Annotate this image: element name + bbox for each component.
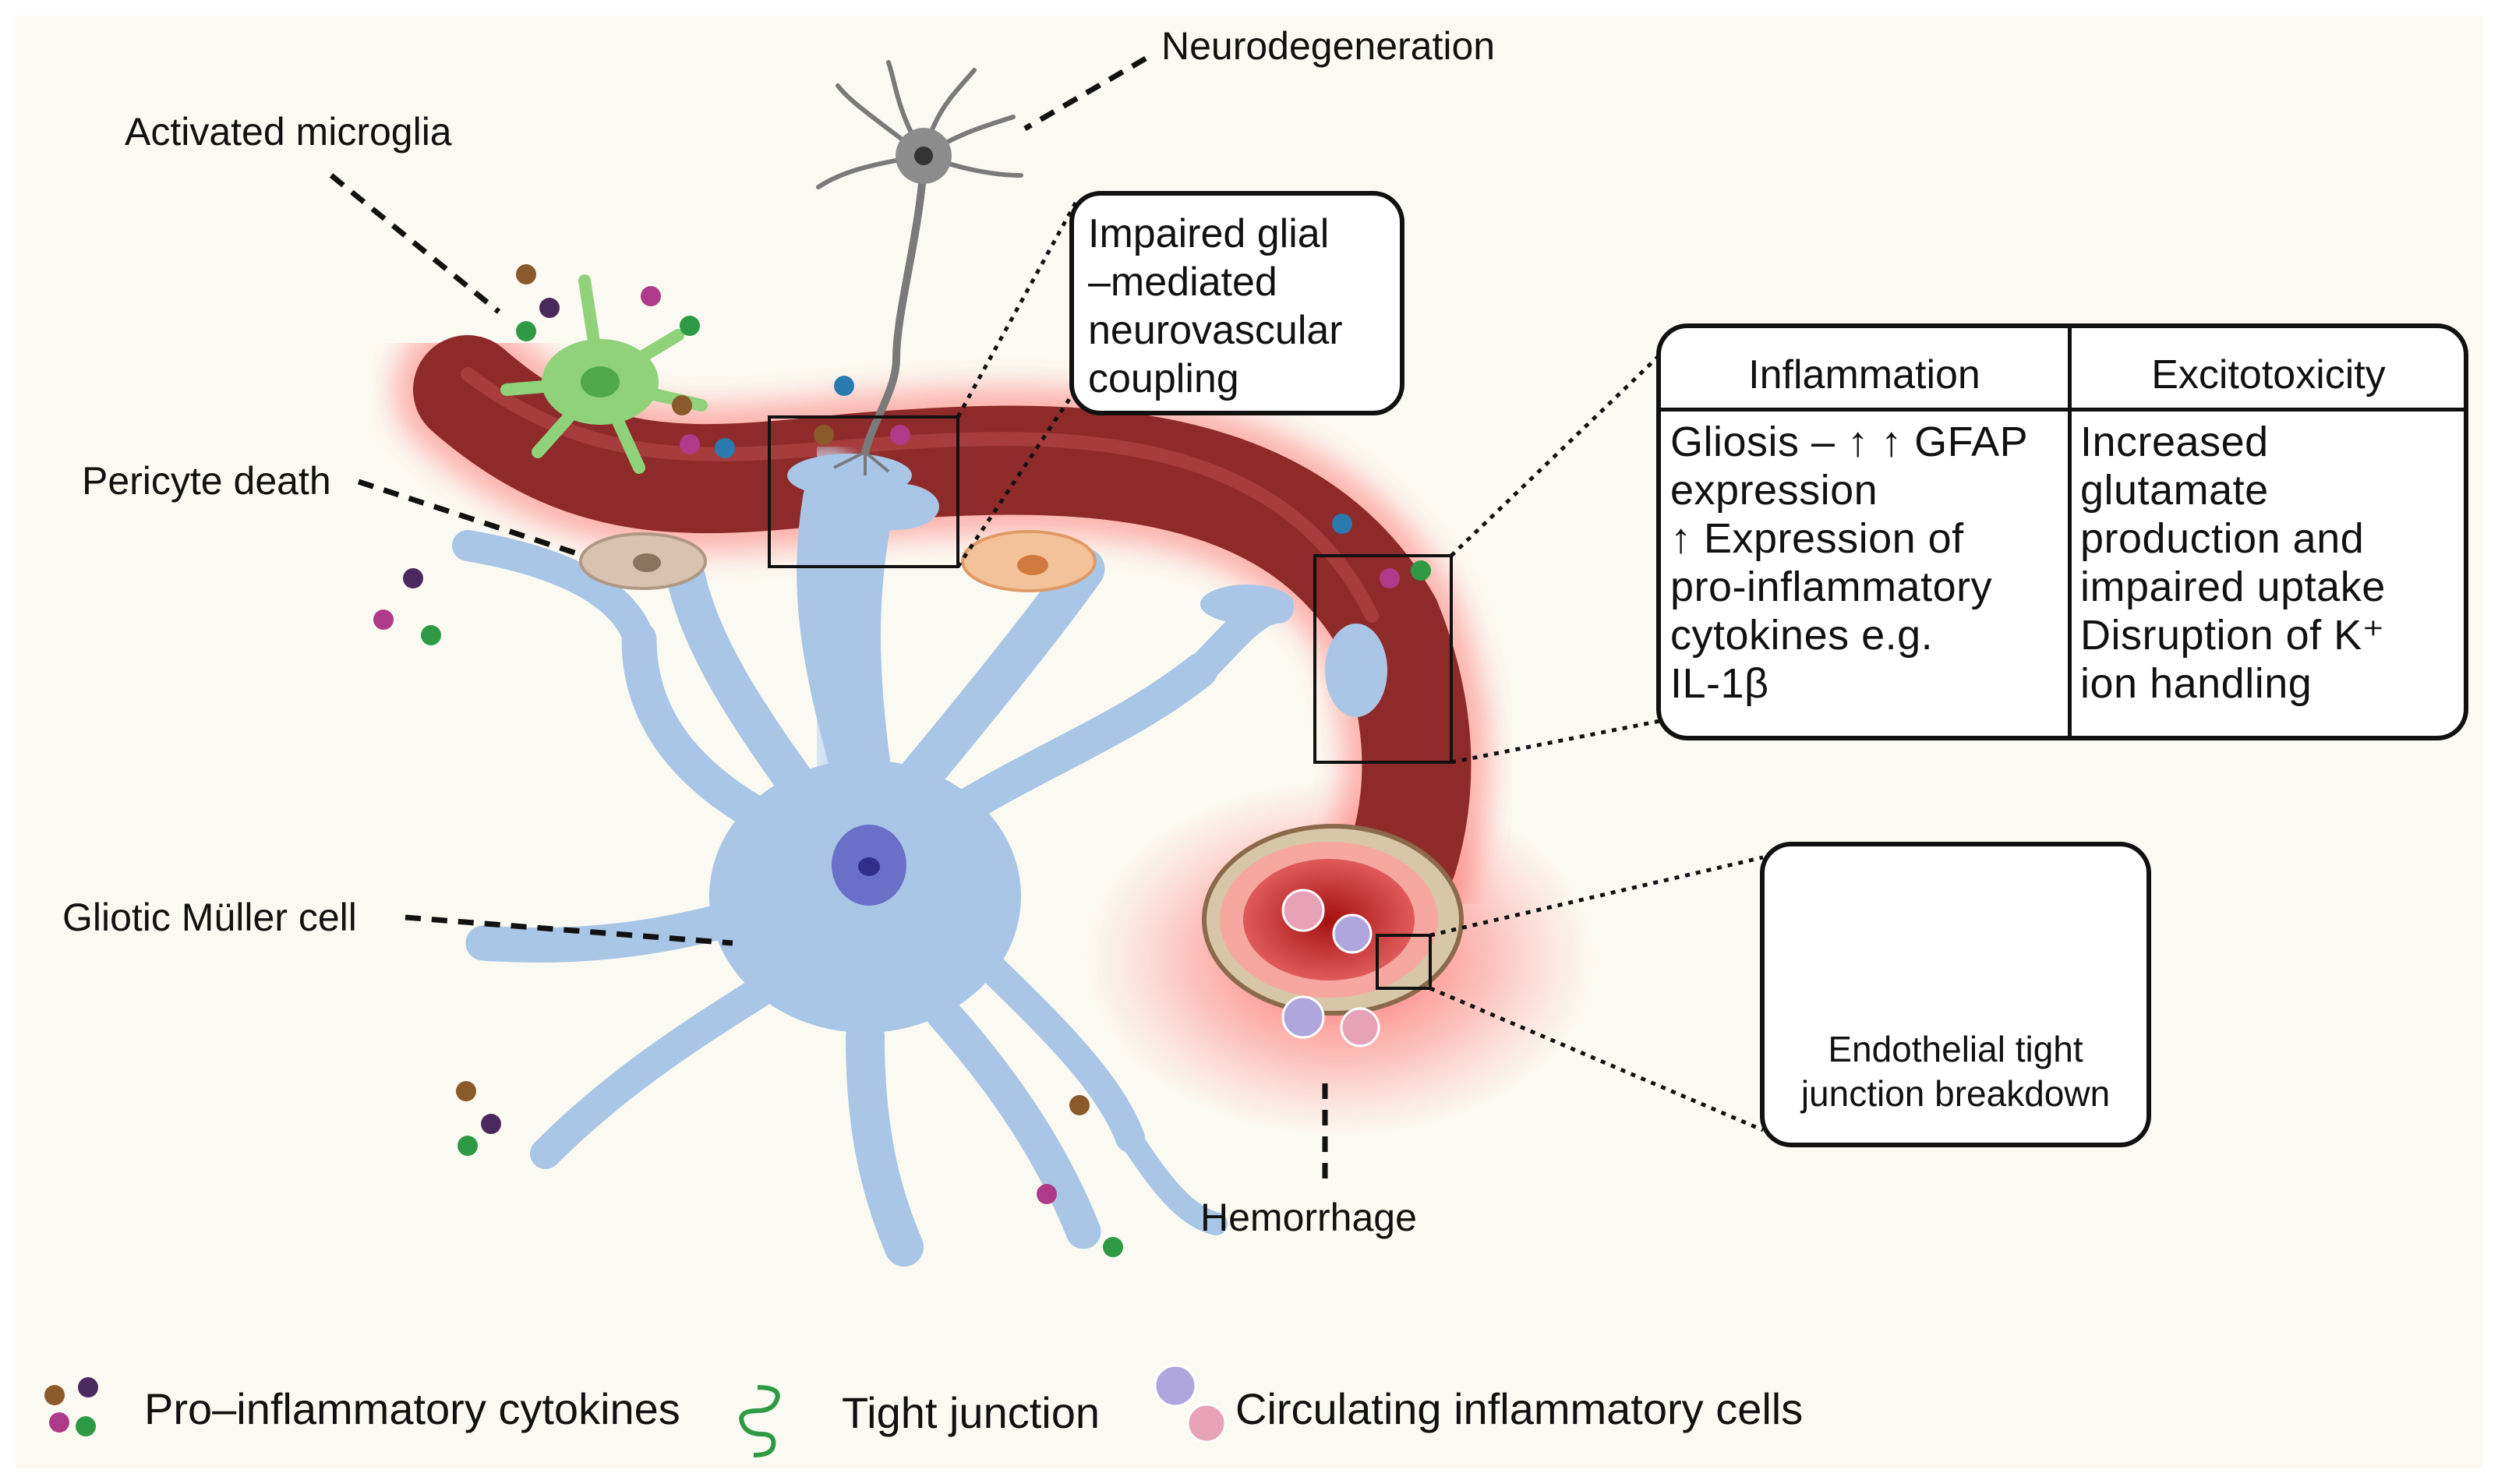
label-activated-microglia: Activated microglia xyxy=(125,110,452,154)
coupling-highlight-box xyxy=(768,415,959,568)
blood-vessel xyxy=(413,335,1472,912)
pericyte-dying xyxy=(579,532,707,590)
label-neurodegeneration: Neurodegeneration xyxy=(1161,24,1496,68)
inflammation-line-6: IL-1β xyxy=(1670,660,1769,707)
junction-caption-line-1: Endothelial tight xyxy=(1828,1029,2083,1069)
cytokine-dot xyxy=(1037,1184,1057,1204)
leader-neurodegeneration xyxy=(1023,55,1147,132)
cytokine-dot xyxy=(1069,1095,1090,1115)
callout-table-bottom xyxy=(1450,719,1661,765)
callout-table-top xyxy=(1450,353,1662,557)
coupling-line-3: neurovascular xyxy=(1088,308,1343,353)
coupling-line-4: coupling xyxy=(1088,356,1239,401)
cytokine-dot xyxy=(1103,1237,1123,1257)
excitotoxicity-line-4: impaired uptake xyxy=(2080,564,2386,610)
cytokine-dot xyxy=(672,395,692,415)
table-header-divider xyxy=(1661,408,2464,412)
cytokine-dot xyxy=(421,625,441,645)
vessel-wall-highlight-box xyxy=(1313,554,1453,764)
legend-tight-junction-icon xyxy=(739,1385,780,1458)
header-excitotoxicity: Excitotoxicity xyxy=(2151,352,2386,398)
cytokine-dot xyxy=(516,264,536,284)
inflammation-line-1: Gliosis – ↑ ↑ GFAP xyxy=(1670,419,2029,465)
cytokine-dot xyxy=(458,1136,478,1156)
legend-circulating-cells-icon xyxy=(1154,1364,1227,1443)
excitotoxicity-line-3: production and xyxy=(2080,515,2365,562)
cytokine-dot xyxy=(539,298,560,318)
excitotoxicity-line-6: ion handling xyxy=(2080,660,2313,707)
callout-coupling-top xyxy=(956,201,1078,419)
cytokine-dot xyxy=(1380,568,1400,588)
excitotoxicity-line-1: Increased xyxy=(2080,419,2269,465)
label-hemorrhage: Hemorrhage xyxy=(1200,1196,1417,1239)
neurovascular-coupling-box: Impaired glial –mediated neurovascular c… xyxy=(1069,191,1404,415)
cytokine-dot xyxy=(1411,560,1431,581)
excitotoxicity-line-2: glutamate xyxy=(2080,467,2269,514)
vessel-cross-section xyxy=(1202,824,1464,1016)
leader-lines xyxy=(329,55,1328,1189)
excitotoxicity-line-5: Disruption of K⁺ xyxy=(2080,612,2385,659)
legend-tight-junction-label: Tight junction xyxy=(842,1388,1100,1437)
vessel-highlight xyxy=(461,367,1379,623)
cytokine-dot xyxy=(481,1114,501,1134)
coupling-line-1: Impaired glial xyxy=(1088,211,1330,256)
cytokine-dot xyxy=(680,316,700,336)
cytokine-dot xyxy=(715,438,735,458)
cytokine-dot xyxy=(1332,514,1352,534)
extravasated-cells xyxy=(1281,995,1380,1048)
label-pericyte-death: Pericyte death xyxy=(82,459,331,503)
cytokine-dot xyxy=(890,425,910,445)
legend-cytokines-label: Pro–inflammatory cytokines xyxy=(144,1384,680,1433)
label-gliotic-muller-cell: Gliotic Müller cell xyxy=(62,896,357,939)
inflammation-line-2: expression xyxy=(1670,467,1878,514)
coupling-line-2: –mediated xyxy=(1088,260,1277,305)
leader-muller xyxy=(405,914,733,946)
callout-lines xyxy=(956,201,1764,1132)
leader-microglia xyxy=(329,173,501,314)
cytokine-dot xyxy=(456,1081,476,1101)
legend-circulating-cells-label: Circulating inflammatory cells xyxy=(1235,1384,1804,1433)
cytokine-dot xyxy=(641,286,661,306)
inflammation-line-4: pro-inflammatory xyxy=(1670,564,1993,610)
effects-table: Inflammation Excitotoxicity Gliosis – ↑ … xyxy=(1656,323,2468,740)
tight-junction-box: Endothelial tight junction breakdown xyxy=(1760,842,2151,1147)
callout-junction-top xyxy=(1429,855,1764,938)
inflammation-line-3: ↑ Expression of xyxy=(1670,515,1964,562)
cytokine-dot xyxy=(680,434,700,454)
muller-endfeet xyxy=(787,454,1387,717)
cytokine-dot xyxy=(373,610,394,630)
muller-cell xyxy=(452,446,1294,1267)
cytokine-dot xyxy=(403,568,423,588)
inflammation-line-5: cytokines e.g. xyxy=(1670,612,1934,659)
cytokine-dot xyxy=(516,321,536,341)
table-column-divider xyxy=(2068,328,2072,736)
junction-highlight-box xyxy=(1376,934,1432,990)
leader-pericyte xyxy=(357,479,578,556)
callout-coupling-bottom xyxy=(956,388,1078,568)
cytokine-dot xyxy=(814,425,834,445)
cytokine-dots xyxy=(373,264,1431,1257)
cytokine-dot xyxy=(834,376,854,396)
junction-caption-line-2: junction breakdown xyxy=(1800,1073,2111,1114)
legend-cytokine-icon xyxy=(44,1377,98,1436)
header-inflammation: Inflammation xyxy=(1748,352,1980,398)
pericyte xyxy=(961,530,1097,592)
